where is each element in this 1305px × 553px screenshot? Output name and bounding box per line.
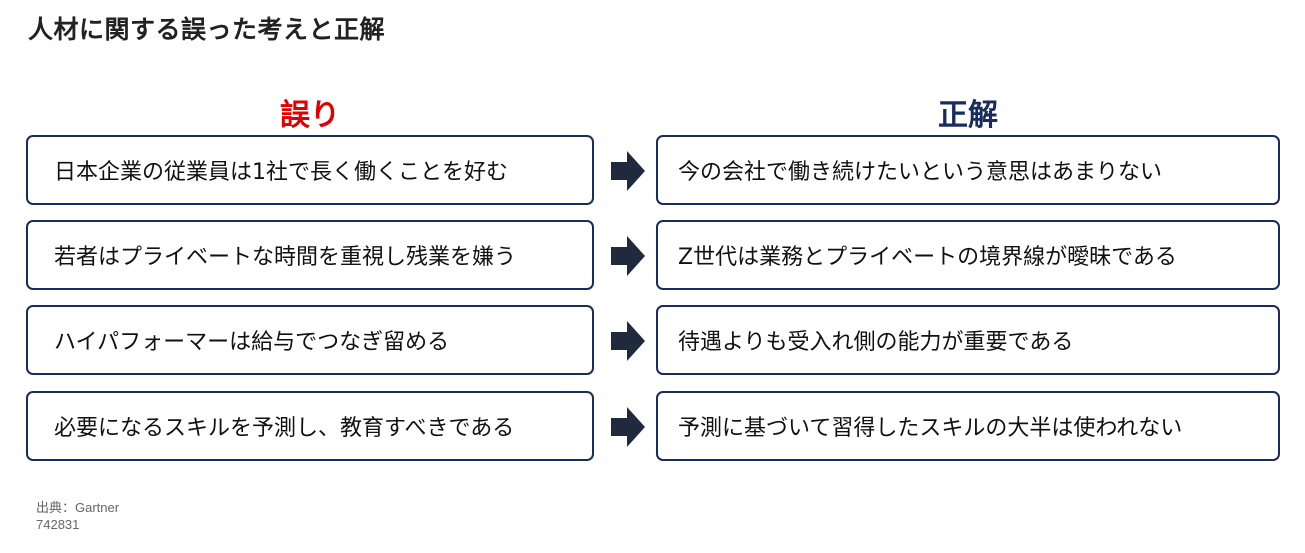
myth-text: ハイパフォーマーは給与でつなぎ留める	[54, 330, 450, 355]
truth-box: Z世代は業務とプライベートの境界線が曖昧である	[656, 220, 1280, 290]
source-code: 742831	[36, 517, 80, 532]
arrow-right-icon	[611, 151, 645, 191]
source-label: 出典：Gartner	[36, 500, 120, 515]
arrow-right-icon	[611, 236, 645, 276]
page-title: 人材に関する誤った考えと正解	[28, 15, 386, 44]
truth-box: 予測に基づいて習得したスキルの大半は使われない	[656, 391, 1280, 461]
myth-text: 日本企業の従業員は1社で長く働くことを好む	[54, 160, 508, 185]
truth-text: 予測に基づいて習得したスキルの大半は使われない	[678, 416, 1183, 441]
myth-box: 若者はプライベートな時間を重視し残業を嫌う	[26, 220, 594, 290]
myth-text: 必要になるスキルを予測し、教育すべきである	[54, 416, 515, 441]
truth-text: Z世代は業務とプライベートの境界線が曖昧である	[678, 245, 1177, 270]
truth-box: 待遇よりも受入れ側の能力が重要である	[656, 305, 1280, 375]
heading-right: 正解	[938, 98, 998, 133]
truth-box: 今の会社で働き続けたいという意思はあまりない	[656, 135, 1280, 205]
truth-text: 待遇よりも受入れ側の能力が重要である	[678, 330, 1074, 355]
source-note: 出典：Gartner 742831	[36, 499, 119, 533]
myth-box: 必要になるスキルを予測し、教育すべきである	[26, 391, 594, 461]
myth-box: ハイパフォーマーは給与でつなぎ留める	[26, 305, 594, 375]
arrow-right-icon	[611, 407, 645, 447]
myth-text: 若者はプライベートな時間を重視し残業を嫌う	[54, 245, 517, 270]
heading-wrong: 誤り	[280, 98, 340, 133]
myth-box: 日本企業の従業員は1社で長く働くことを好む	[26, 135, 594, 205]
truth-text: 今の会社で働き続けたいという意思はあまりない	[678, 160, 1163, 185]
arrow-right-icon	[611, 321, 645, 361]
